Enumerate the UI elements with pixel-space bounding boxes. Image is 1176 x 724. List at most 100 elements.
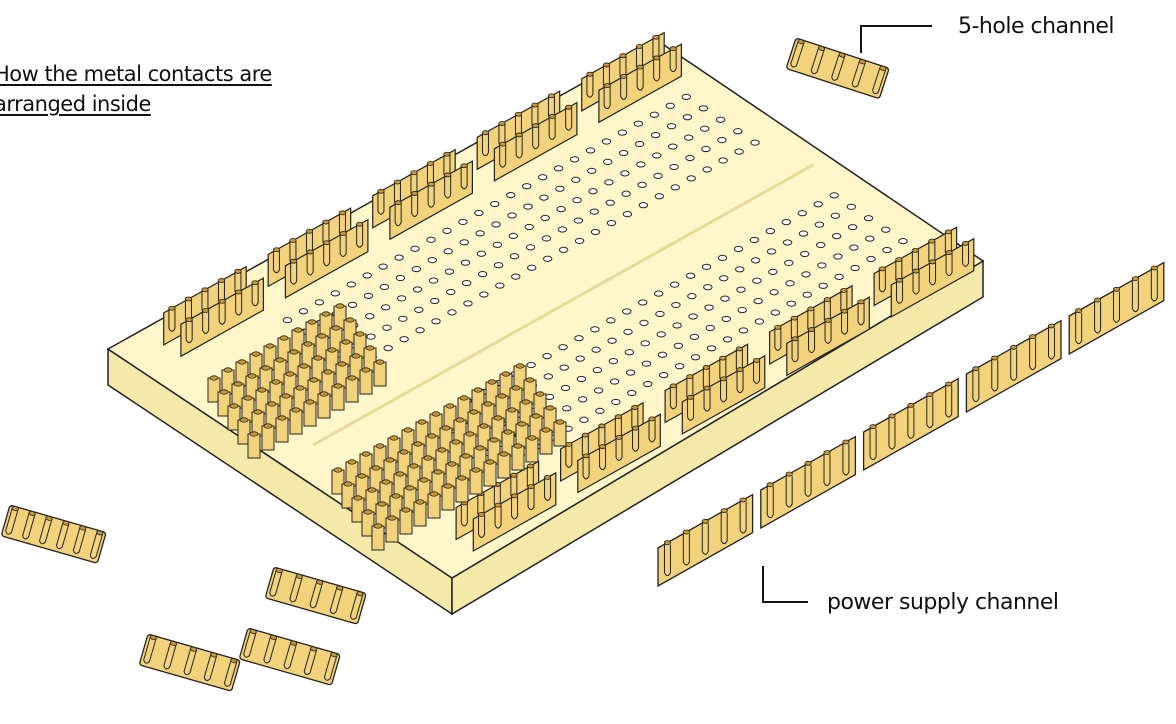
- loose-piece-tab: [149, 635, 157, 641]
- hole: [559, 364, 569, 371]
- hole: [733, 128, 743, 135]
- contact-finger: [648, 418, 656, 443]
- hole: [816, 241, 826, 249]
- contact-clip-top: [243, 395, 253, 401]
- power-channel-tab: [888, 413, 896, 419]
- contact-clip-top: [457, 475, 467, 481]
- contact-tab: [686, 394, 695, 400]
- hole: [591, 346, 601, 353]
- contact-tab: [736, 367, 744, 373]
- contact-clip-top: [381, 479, 391, 485]
- power-channel-tab: [926, 392, 934, 398]
- board-top: [106, 40, 985, 579]
- contact-clip-top: [249, 431, 259, 437]
- hole: [562, 405, 572, 412]
- contact-tab: [928, 259, 937, 265]
- contact-clip-top: [365, 345, 375, 351]
- contact-finger: [290, 261, 298, 285]
- contact-clip-top: [265, 343, 275, 349]
- hole: [479, 291, 489, 298]
- loose-five-hole-channel: [786, 38, 890, 99]
- hole: [415, 327, 425, 334]
- contact-tab: [514, 111, 523, 117]
- hole: [541, 235, 552, 242]
- power-channel-tab: [907, 402, 915, 408]
- hole: [719, 275, 729, 282]
- contact-tab: [614, 414, 622, 420]
- hole: [511, 273, 521, 280]
- contact-clip-top: [487, 379, 497, 385]
- contact-tab: [648, 416, 656, 422]
- hole: [637, 181, 647, 188]
- contact-tab: [911, 247, 919, 253]
- hole: [766, 248, 777, 255]
- hole: [474, 209, 484, 217]
- power-supply-channel-label: power supply channel: [827, 590, 1059, 615]
- hole: [605, 199, 615, 206]
- contact-clip-top: [389, 435, 399, 441]
- contact-tab: [526, 463, 534, 469]
- contact-tab: [498, 121, 506, 126]
- hole: [770, 309, 781, 316]
- power-channel-finger: [1150, 269, 1158, 302]
- hole: [798, 230, 809, 237]
- contact-clip-top: [257, 387, 267, 393]
- loose-piece-tab: [838, 52, 846, 58]
- hole: [785, 280, 795, 287]
- terminal-block-left: [207, 303, 387, 459]
- contact-clip-top: [237, 359, 247, 365]
- hole: [817, 262, 827, 269]
- hole: [671, 301, 681, 309]
- contact-finger: [687, 397, 695, 421]
- hole: [638, 299, 648, 306]
- contact-tab: [290, 258, 298, 264]
- hole: [847, 224, 858, 231]
- hole: [572, 197, 582, 204]
- hole: [734, 148, 744, 155]
- power-channel-finger: [785, 475, 793, 508]
- contact-clip-top: [525, 377, 535, 383]
- hole: [672, 322, 682, 329]
- loose-piece-finger: [831, 53, 846, 81]
- board-center-groove: [312, 163, 815, 447]
- hole: [555, 185, 565, 192]
- hole: [881, 226, 891, 233]
- contact-clip-top: [433, 469, 443, 475]
- contact-tab: [410, 170, 418, 176]
- contact-clip-top: [429, 491, 439, 497]
- power-rail-front-segment: [873, 226, 958, 307]
- contact-clip: [247, 433, 261, 459]
- hole: [622, 308, 632, 315]
- hole: [362, 272, 372, 279]
- contact-tab: [703, 385, 711, 391]
- contact-clip-top: [271, 379, 281, 385]
- loose-piece-finger: [39, 517, 53, 545]
- contact-finger: [599, 446, 607, 471]
- power-channel-tab: [1131, 276, 1140, 282]
- power-rail-front-segment: [681, 354, 766, 435]
- contact-tab: [823, 297, 831, 303]
- hole: [638, 202, 649, 209]
- hole: [593, 387, 604, 394]
- hole: [650, 132, 661, 139]
- metal-contacts: [163, 31, 975, 553]
- contact-clip-top: [513, 443, 523, 449]
- hole: [587, 167, 597, 174]
- hole: [595, 407, 605, 414]
- loose-channel-piece: [265, 567, 367, 625]
- contact-finger: [394, 202, 402, 227]
- hole: [769, 289, 779, 296]
- contact-clip-top: [527, 435, 537, 441]
- power-channel-finger: [682, 533, 690, 566]
- power-rail-back-segment: [493, 101, 578, 182]
- loose-piece-body: [1, 505, 107, 564]
- contact-tab: [631, 425, 640, 431]
- contact-clip: [261, 425, 275, 451]
- hole: [633, 120, 644, 127]
- hole: [585, 147, 596, 154]
- hole: [733, 245, 744, 253]
- contact-clip-top: [223, 367, 233, 373]
- contact-clip-top: [279, 335, 289, 341]
- loose-piece-finger: [283, 642, 297, 670]
- contact-clip: [539, 429, 553, 455]
